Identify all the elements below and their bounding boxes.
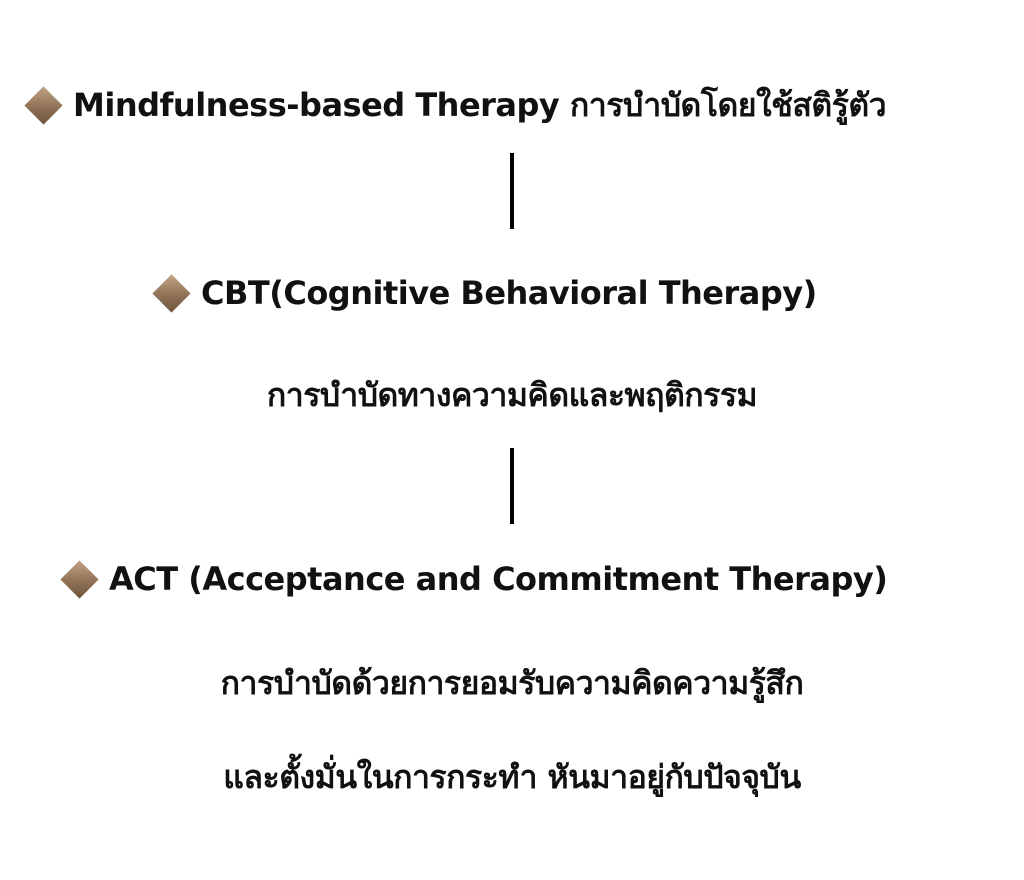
node-act: ACT (Acceptance and Commitment Therapy) [60, 559, 888, 599]
diamond-bullet-icon [24, 86, 63, 125]
connector-line-1 [510, 153, 514, 229]
node-act-description-line-1: การบำบัดด้วยการยอมรับความคิดความรู้สึก [220, 664, 804, 702]
diamond-bullet-icon [152, 273, 191, 313]
node-mindfulness: Mindfulness-based Therapy การบำบัดโดยใช้… [24, 80, 887, 131]
diamond-bullet-icon [60, 559, 99, 599]
node-cbt-description: การบำบัดทางความคิดและพฤติกรรม [266, 376, 758, 414]
node-cbt: CBT(Cognitive Behavioral Therapy) [152, 273, 817, 313]
node-cbt-title: CBT(Cognitive Behavioral Therapy) [201, 274, 817, 312]
node-act-description-line-2: และตั้งมั่นในการกระทำ หันมาอยู่กับปัจจุบ… [223, 758, 801, 796]
node-mindfulness-title: Mindfulness-based Therapy การบำบัดโดยใช้… [73, 86, 887, 124]
connector-line-2 [510, 448, 514, 524]
node-act-title: ACT (Acceptance and Commitment Therapy) [109, 560, 888, 598]
